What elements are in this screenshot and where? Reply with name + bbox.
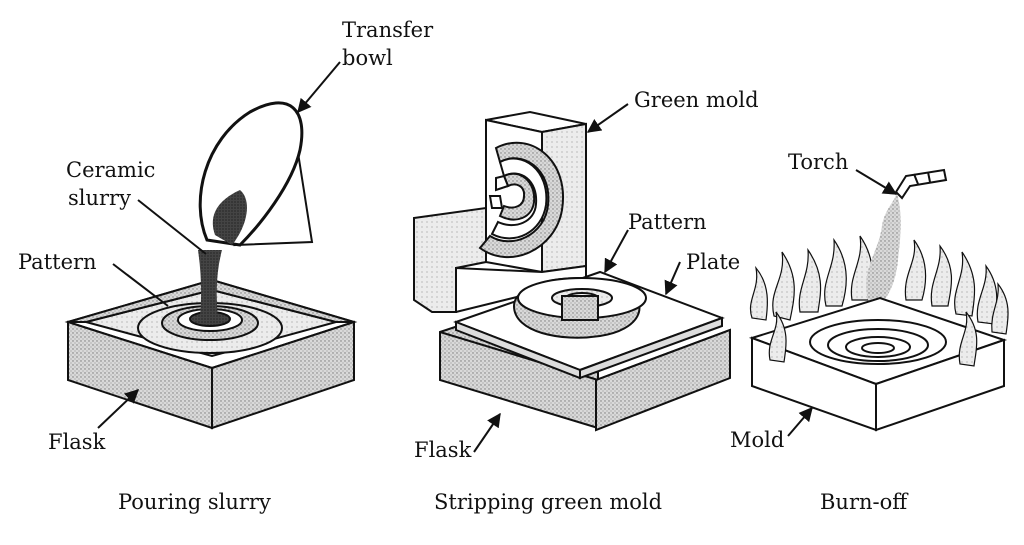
leader-pattern-1 xyxy=(112,263,169,307)
transfer-bowl xyxy=(198,101,314,247)
label-mold: Mold xyxy=(730,428,785,452)
leader-green-mold xyxy=(586,103,629,133)
label-bowl: bowl xyxy=(342,46,393,70)
panel-burn-off xyxy=(748,168,1009,437)
leader-torch xyxy=(855,169,898,195)
leader-flask-1 xyxy=(97,389,140,429)
green-mold xyxy=(413,110,587,313)
label-pattern-1: Pattern xyxy=(18,250,97,274)
leader-mold xyxy=(787,406,813,437)
slurry-stream xyxy=(198,250,222,318)
panel-pouring-slurry xyxy=(64,61,358,430)
caption-stripping-green-mold: Stripping green mold xyxy=(434,490,663,514)
label-torch: Torch xyxy=(788,150,849,174)
pattern-1 xyxy=(137,302,283,354)
torch-flame xyxy=(866,190,901,305)
label-green-mold: Green mold xyxy=(634,88,759,112)
caption-burn-off: Burn-off xyxy=(820,490,908,514)
pattern-2 xyxy=(512,277,647,339)
leader-ceramic-slurry xyxy=(137,199,207,255)
label-ceramic: Ceramic xyxy=(66,158,156,182)
leader-pattern-2 xyxy=(604,229,629,274)
leader-transfer-bowl xyxy=(297,61,341,114)
label-flask-1: Flask xyxy=(48,430,106,454)
flask-2 xyxy=(439,320,731,432)
label-transfer: Transfer xyxy=(342,18,434,42)
label-pattern-2: Pattern xyxy=(628,210,707,234)
label-flask-2: Flask xyxy=(414,438,472,462)
caption-pouring-slurry: Pouring slurry xyxy=(118,490,271,514)
label-plate: Plate xyxy=(686,250,741,274)
label-slurry: slurry xyxy=(68,186,131,210)
panel-stripping-green-mold xyxy=(413,103,731,453)
leader-plate xyxy=(664,261,681,296)
torch xyxy=(894,168,948,200)
leader-flask-2 xyxy=(473,412,501,453)
